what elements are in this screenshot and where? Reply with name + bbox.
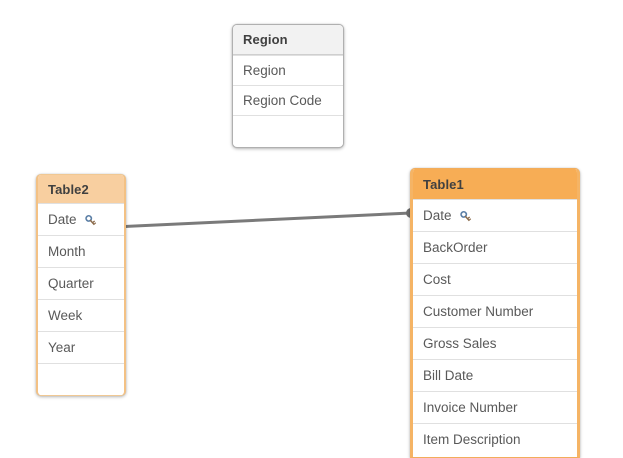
field-row[interactable]: Item Description: [413, 423, 577, 455]
field-label: Region: [243, 63, 286, 78]
field-row[interactable]: Bill Date: [413, 359, 577, 391]
field-row[interactable]: Date: [413, 199, 577, 231]
field-row[interactable]: Region: [233, 55, 343, 85]
field-label: Date: [48, 212, 77, 227]
table-card-table1[interactable]: Table1 Date BackOrder Cost Custom: [410, 168, 580, 458]
field-label: Week: [48, 308, 83, 323]
field-label: Gross Sales: [423, 336, 497, 351]
field-row[interactable]: Year: [38, 331, 124, 363]
field-row[interactable]: Week: [38, 299, 124, 331]
field-row[interactable]: Region Code: [233, 85, 343, 115]
field-label: BackOrder: [423, 240, 488, 255]
field-row[interactable]: Invoice Number: [413, 391, 577, 423]
field-label: Customer Number: [423, 304, 534, 319]
field-row[interactable]: BackOrder: [413, 231, 577, 263]
field-row[interactable]: Quarter: [38, 267, 124, 299]
field-label: Quarter: [48, 276, 94, 291]
field-label: Month: [48, 244, 86, 259]
key-icon: [459, 210, 473, 224]
field-label: Year: [48, 340, 76, 355]
table-title-table1: Table1: [413, 169, 577, 199]
field-row[interactable]: Customer Number: [413, 295, 577, 327]
field-row-empty: [233, 115, 343, 145]
table-title-table2: Table2: [38, 175, 124, 203]
field-label: Date: [423, 208, 452, 223]
field-label: Region Code: [243, 93, 322, 108]
field-label: Invoice Number: [423, 400, 518, 415]
field-row[interactable]: Date: [38, 203, 124, 235]
association-line: [113, 211, 412, 229]
field-row[interactable]: Cost: [413, 263, 577, 295]
field-row-empty: [38, 363, 124, 395]
table-card-table2[interactable]: Table2 Date Month Quarter Week: [36, 174, 126, 396]
field-row[interactable]: Gross Sales: [413, 327, 577, 359]
field-label: Bill Date: [423, 368, 474, 383]
field-label: Cost: [423, 272, 451, 287]
table-title-region: Region: [233, 25, 343, 55]
field-label: Item Description: [423, 432, 521, 447]
field-row[interactable]: Month: [38, 235, 124, 267]
key-icon: [84, 214, 98, 228]
table-card-region[interactable]: Region Region Region Code: [232, 24, 344, 148]
